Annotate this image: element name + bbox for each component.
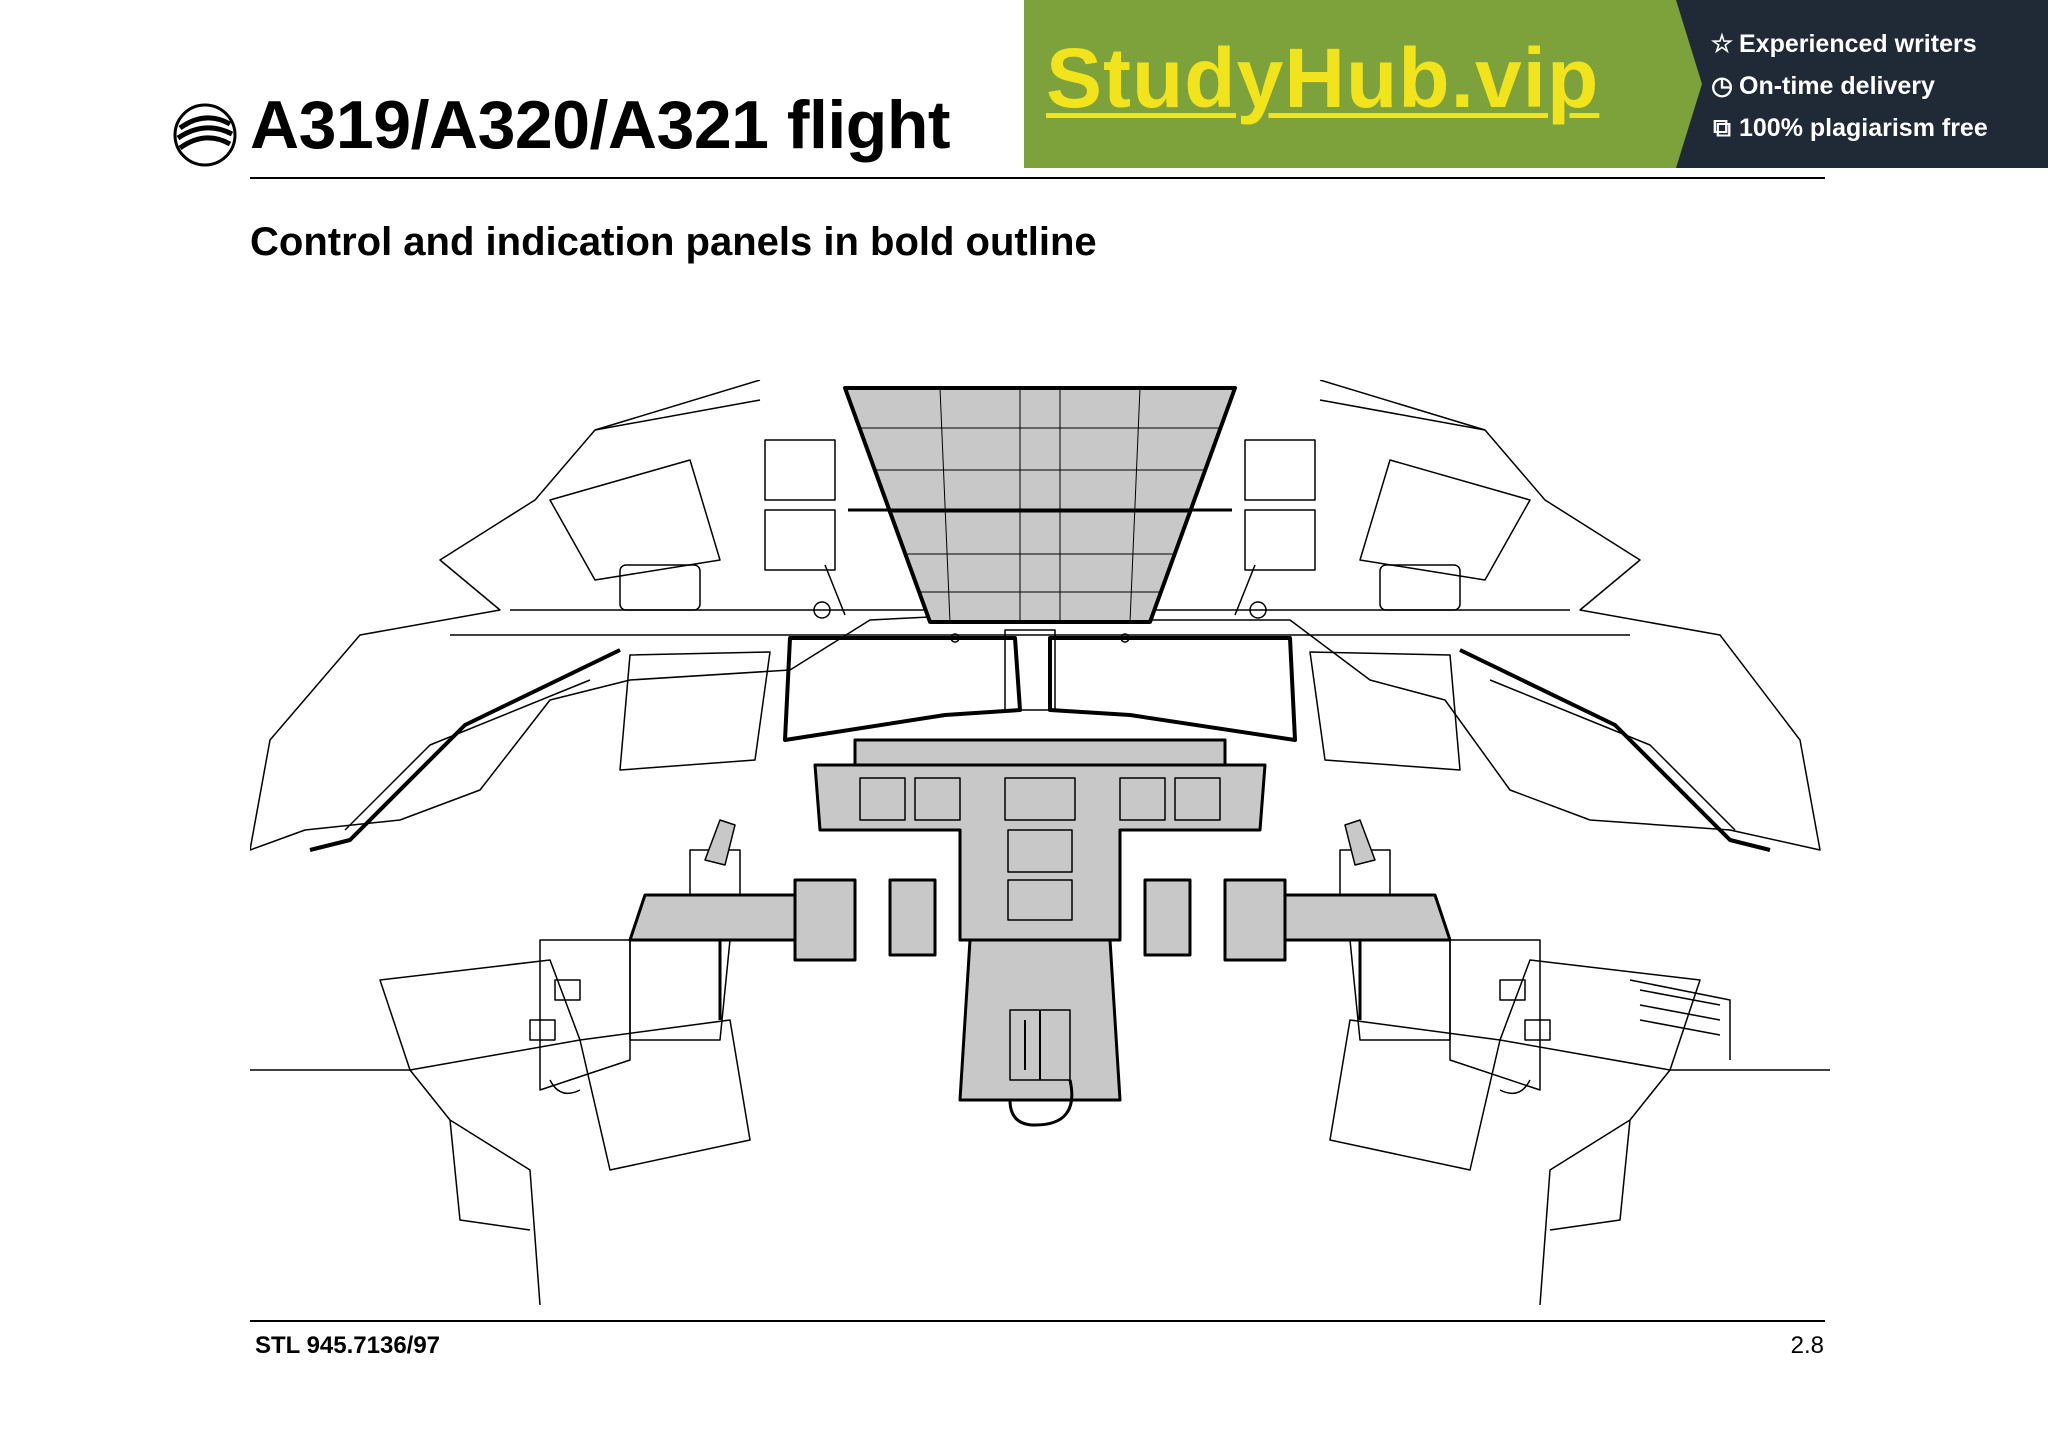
feature-label: On-time delivery [1739,72,1935,100]
page-subtitle: Control and indication panels in bold ou… [250,220,1097,264]
center-pedestal [958,938,1122,1127]
lower-cabin-structure [250,939,1830,1305]
cockpit-diagram [250,380,1830,1305]
star-icon: ☆ [1710,30,1734,58]
company-logo-icon [173,103,237,167]
main-instrument-panel [793,738,1287,962]
brand-name[interactable]: StudyHub.vip [1046,31,1600,125]
feature-item: ◷On-time delivery [1709,68,1988,110]
title-divider [250,177,1825,179]
banner-dark-panel [1660,0,2048,168]
overhead-panel [843,386,1237,624]
banner-chevron [1664,0,1702,168]
canopy-frame [250,380,1821,851]
footer-divider [250,1320,1825,1322]
copy-icon: ⧉ [1713,114,1731,142]
banner-green-panel: StudyHub.vip [1024,0,1664,168]
side-consoles [628,819,1452,1041]
feature-item: ☆Experienced writers [1709,26,1988,68]
page-number: 2.8 [1790,1332,1824,1359]
clock-icon: ◷ [1711,72,1733,100]
feature-item: ⧉ 100% plagiarism free [1709,110,1988,152]
feature-label: 100% plagiarism free [1739,114,1988,142]
banner-features: ☆Experienced writers ◷On-time delivery ⧉… [1709,26,1988,152]
studyhub-banner[interactable]: StudyHub.vip ☆Experienced writers ◷On-ti… [1024,0,2048,168]
feature-label: Experienced writers [1739,30,1977,58]
windshields [309,629,1771,852]
document-reference: STL 945.7136/97 [255,1332,441,1359]
page-title: A319/A320/A321 flight [250,87,951,163]
